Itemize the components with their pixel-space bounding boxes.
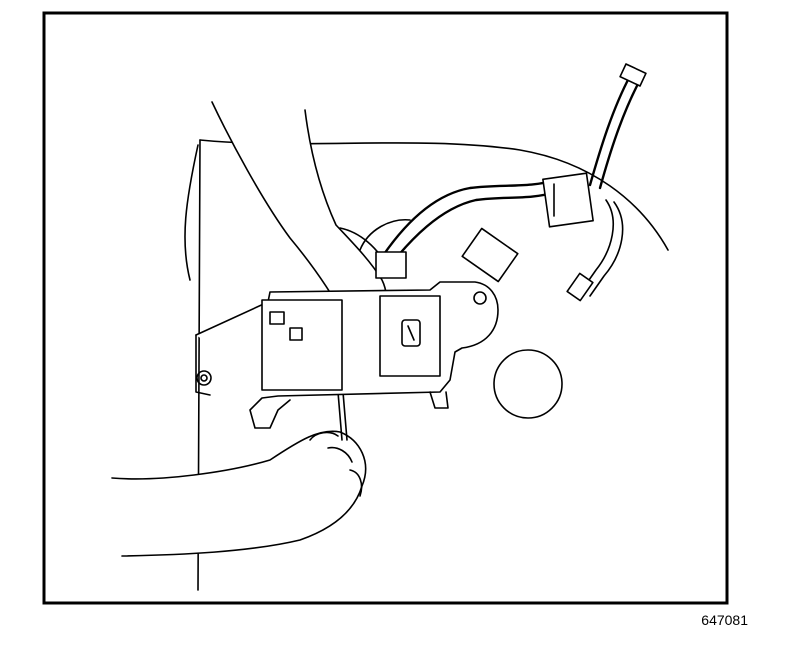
access-hole — [493, 349, 563, 419]
wiring-harness — [359, 63, 647, 302]
mounting-bracket — [195, 281, 499, 429]
screwdriver — [337, 391, 348, 441]
lower-hand — [111, 430, 367, 557]
electrical-connector — [375, 172, 594, 283]
illustration-frame — [42, 11, 729, 605]
door-lock-actuator — [261, 295, 441, 391]
figure-id: 647081 — [701, 612, 748, 628]
